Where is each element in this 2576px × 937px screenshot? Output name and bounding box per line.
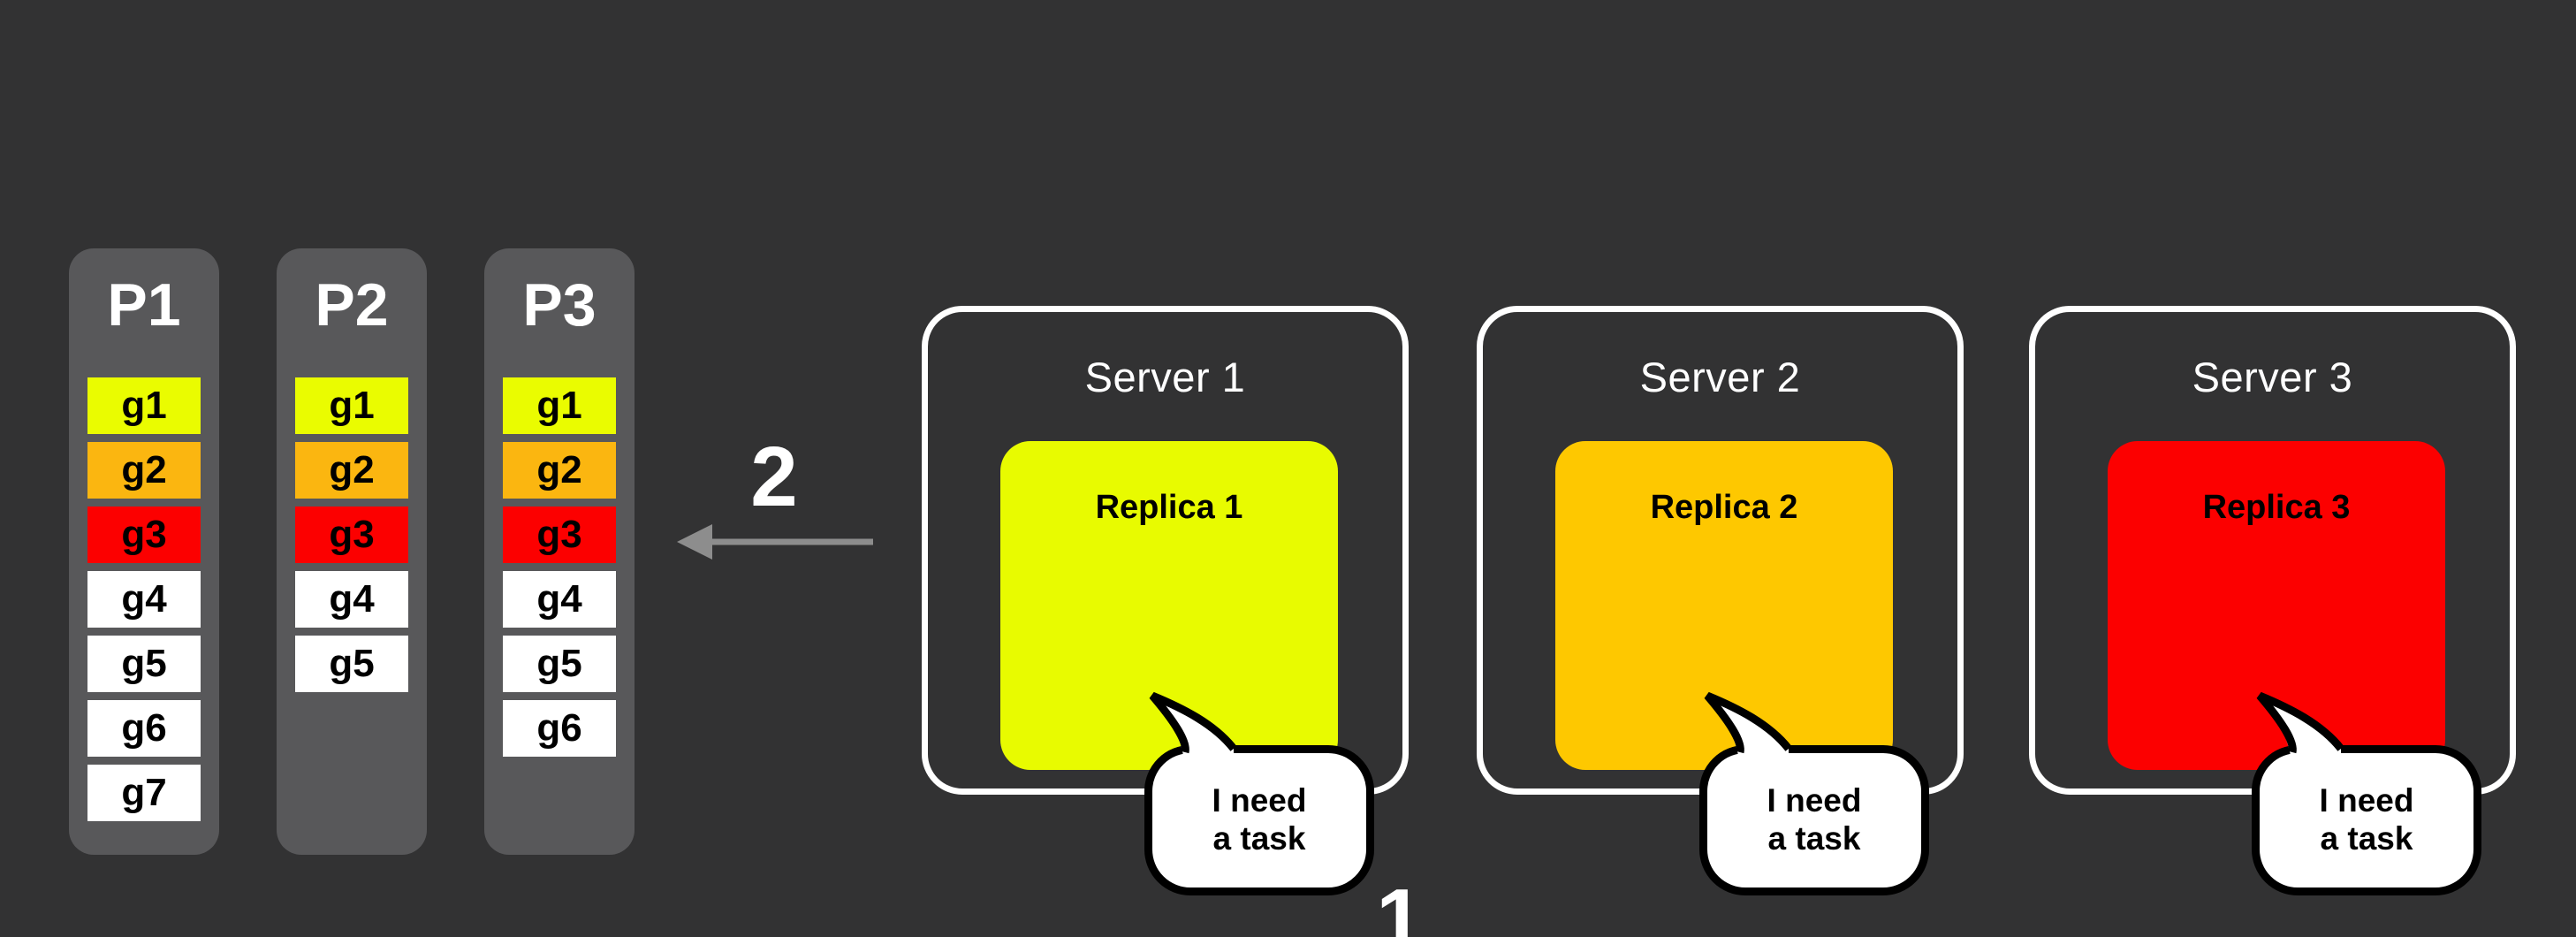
speech-bubble-tail-icon xyxy=(2256,691,2344,788)
speech-bubble-tail-icon xyxy=(1149,691,1237,788)
task-group-cell: g4 xyxy=(503,571,616,628)
replica-2-title: Replica 2 xyxy=(1650,489,1798,526)
task-group-cell: g3 xyxy=(503,507,616,563)
server-3-title: Server 3 xyxy=(2192,354,2353,400)
task-group-cell: g6 xyxy=(87,700,201,757)
task-group-cell: g6 xyxy=(503,700,616,757)
task-group-cell: g7 xyxy=(87,765,201,821)
server-1-title: Server 1 xyxy=(1084,354,1246,400)
partition-p3-cells: g1 g2 g3 g4 g5 g6 xyxy=(503,377,616,757)
speech-bubble-server-1: I need a task xyxy=(1144,745,1374,895)
speech-bubble-server-3: I need a task xyxy=(2252,745,2481,895)
server-2-title: Server 2 xyxy=(1639,354,1801,400)
task-group-cell: g1 xyxy=(295,377,408,434)
partition-p1-cells: g1 g2 g3 g4 g5 g6 g7 xyxy=(87,377,201,821)
replica-1-title: Replica 1 xyxy=(1095,489,1243,526)
partition-p3-title: P3 xyxy=(522,271,597,339)
task-group-cell: g4 xyxy=(295,571,408,628)
task-group-cell: g2 xyxy=(87,442,201,499)
task-group-cell: g5 xyxy=(295,636,408,692)
partition-p1: P1 g1 g2 g3 g4 g5 g6 g7 xyxy=(69,248,219,855)
partition-p1-title: P1 xyxy=(107,271,181,339)
task-group-cell: g1 xyxy=(503,377,616,434)
partition-p2-cells: g1 g2 g3 g4 g5 xyxy=(295,377,408,692)
replica-3-title: Replica 3 xyxy=(2202,489,2351,526)
task-group-cell: g3 xyxy=(295,507,408,563)
speech-bubble-text: a task xyxy=(2320,820,2413,857)
speech-bubble-text: a task xyxy=(1212,820,1306,857)
partition-p3: P3 g1 g2 g3 g4 g5 g6 xyxy=(484,248,635,855)
speech-bubble-tail-icon xyxy=(1704,691,1792,788)
task-group-cell: g3 xyxy=(87,507,201,563)
assign-arrow-icon xyxy=(677,524,873,560)
task-group-cell: g2 xyxy=(295,442,408,499)
step-1-label: 1 xyxy=(1376,872,1424,937)
task-group-cell: g4 xyxy=(87,571,201,628)
speech-bubble-text: a task xyxy=(1767,820,1861,857)
speech-bubble-server-2: I need a task xyxy=(1699,745,1929,895)
task-group-cell: g5 xyxy=(87,636,201,692)
speech-bubble-text: I need xyxy=(1767,782,1862,819)
step-2-label: 2 xyxy=(750,430,798,524)
task-group-cell: g5 xyxy=(503,636,616,692)
task-group-cell: g2 xyxy=(503,442,616,499)
task-group-cell: g1 xyxy=(87,377,201,434)
partition-p2: P2 g1 g2 g3 g4 g5 xyxy=(277,248,427,855)
partition-p2-title: P2 xyxy=(315,271,389,339)
speech-bubble-text: I need xyxy=(1212,782,1307,819)
speech-bubble-text: I need xyxy=(2319,782,2414,819)
